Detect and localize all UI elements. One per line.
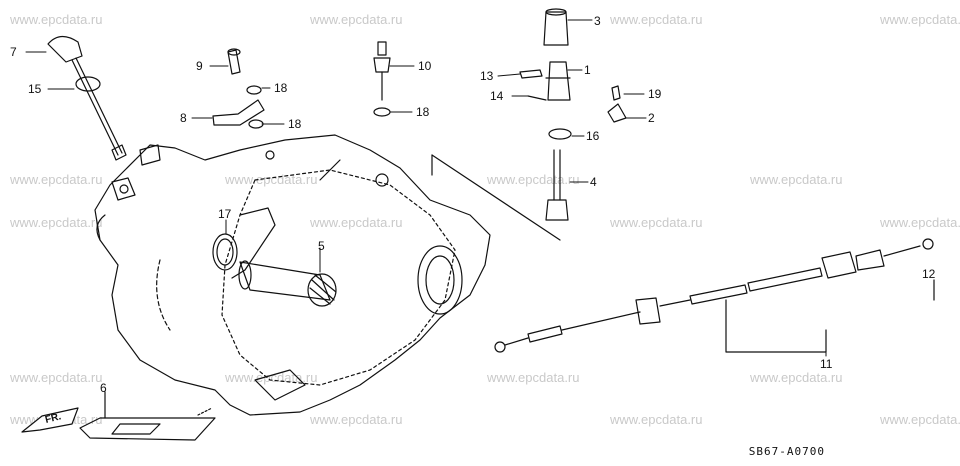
callout: 16 xyxy=(586,129,600,143)
watermark: www.epcdata.ru xyxy=(610,215,703,230)
callout: 5 xyxy=(318,239,325,253)
callout: 18 xyxy=(274,81,288,95)
watermark: www.epcdata.ru xyxy=(310,412,403,427)
callout: 1 xyxy=(584,63,591,77)
callout: 11 xyxy=(820,357,833,371)
callout: 18 xyxy=(416,105,430,119)
speedometer-assembly xyxy=(431,8,627,241)
callout: 4 xyxy=(590,175,597,189)
callouts: 1 2 3 4 5 6 7 8 9 10 11 12 13 14 15 16 1… xyxy=(10,14,936,395)
diagram-code: SB67-A0700 xyxy=(748,445,825,458)
callout: 17 xyxy=(218,207,232,221)
watermark: www.epcdata.ru xyxy=(10,215,103,230)
callout: 13 xyxy=(480,69,494,83)
watermark: www.epcdata.ru xyxy=(487,370,580,385)
o-ring-seal xyxy=(212,207,276,279)
watermark: www.epcdata.ru xyxy=(880,12,960,27)
watermark: www.epcdata.ru xyxy=(610,12,703,27)
callout: 6 xyxy=(100,381,107,395)
callout: 12 xyxy=(922,267,936,281)
watermark: www.epcdata.ru xyxy=(310,215,403,230)
watermark: www.epcdata.ru xyxy=(880,215,960,230)
bolts-and-washers xyxy=(212,48,265,129)
watermark: www.epcdata.ru xyxy=(10,172,103,187)
callout: 18 xyxy=(288,117,302,131)
dipstick xyxy=(47,35,127,161)
watermark: www.epcdata.ru xyxy=(310,12,403,27)
front-direction-arrow xyxy=(21,407,79,433)
watermark: www.epcdata.ru xyxy=(225,172,318,187)
sensor-bolt xyxy=(373,41,391,117)
callout: 14 xyxy=(490,89,504,103)
watermark: www.epcdata.ru xyxy=(10,12,103,27)
bracket-plate xyxy=(79,391,216,441)
callout: 3 xyxy=(594,14,601,28)
transmission-housing xyxy=(94,134,491,416)
leader-lines xyxy=(25,19,827,357)
shift-cable xyxy=(494,238,935,353)
callout: 10 xyxy=(418,59,432,73)
callout: 15 xyxy=(28,82,42,96)
watermark: www.epcdata.ru xyxy=(880,412,960,427)
watermark: www.epcdata.ru xyxy=(610,412,703,427)
watermark: www.epcdata.ru xyxy=(750,172,843,187)
callout: 2 xyxy=(648,111,655,125)
watermark: www.epcdata.ru xyxy=(487,172,580,187)
callout: 9 xyxy=(196,59,203,73)
callout: 8 xyxy=(180,111,187,125)
callout: 7 xyxy=(10,45,17,59)
input-shaft xyxy=(238,260,337,307)
watermark: www.epcdata.ru xyxy=(10,370,103,385)
watermark: www.epcdata.ru xyxy=(750,370,843,385)
callout: 19 xyxy=(648,87,662,101)
front-label: FR. xyxy=(44,411,63,426)
